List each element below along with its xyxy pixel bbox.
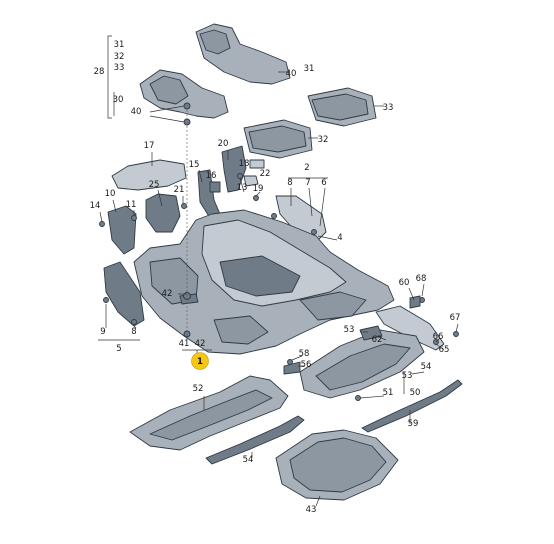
callout-50: 50 xyxy=(410,388,421,398)
callout-66: 66 xyxy=(433,332,444,342)
leader-lines xyxy=(98,35,459,507)
callout-17: 17 xyxy=(144,141,155,151)
callout-25: 25 xyxy=(149,180,160,190)
callout-59: 59 xyxy=(408,419,419,429)
callout-4: 4 xyxy=(337,233,342,243)
callout-65: 65 xyxy=(439,345,450,355)
callout-40: 40 xyxy=(286,69,297,79)
callout-54: 54 xyxy=(243,455,254,465)
callout-68: 68 xyxy=(416,274,427,284)
callout-9: 9 xyxy=(100,327,105,337)
callout-53: 53 xyxy=(402,371,413,381)
trunk-floor-mat xyxy=(275,429,399,501)
callout-43: 43 xyxy=(306,505,317,515)
trunk-lid-trim-strip xyxy=(361,379,463,433)
side-trim-panel-left xyxy=(103,261,145,327)
callout-67: 67 xyxy=(450,313,461,323)
callout-13: 13 xyxy=(237,183,248,193)
floor-mat-front-left xyxy=(139,69,229,119)
trim-panel-25 xyxy=(145,193,181,233)
callout-31: 31 xyxy=(114,40,125,50)
highlight-marker: 1 xyxy=(191,352,209,370)
callout-40: 40 xyxy=(131,107,142,117)
callout-28: 28 xyxy=(94,67,105,77)
rear-panel-trim xyxy=(129,375,289,451)
callout-42: 42 xyxy=(162,289,173,299)
callout-18: 18 xyxy=(239,159,250,169)
loading-floor-cover xyxy=(299,329,425,399)
callout-2: 2 xyxy=(304,163,309,173)
callout-11: 11 xyxy=(126,200,137,210)
svg-text:1: 1 xyxy=(197,357,203,367)
callout-21: 21 xyxy=(174,185,185,195)
callout-58: 58 xyxy=(299,349,310,359)
callout-15: 15 xyxy=(189,160,200,170)
callout-53: 53 xyxy=(344,325,355,335)
callout-33: 33 xyxy=(383,103,394,113)
main-floor-carpet xyxy=(133,209,395,355)
callout-41: 41 xyxy=(179,339,190,349)
sill-strip xyxy=(205,415,305,465)
callout-7: 7 xyxy=(305,178,310,188)
callout-6: 6 xyxy=(321,178,326,188)
callout-52: 52 xyxy=(193,384,204,394)
trim-panel-17 xyxy=(111,159,187,191)
callout-54: 54 xyxy=(421,362,432,372)
floor-mat-front-right xyxy=(195,23,291,85)
callout-32: 32 xyxy=(114,52,125,62)
callout-62: 62 xyxy=(372,335,383,345)
side-trim-panel-right xyxy=(275,195,327,241)
callout-8: 8 xyxy=(131,327,136,337)
callout-30: 30 xyxy=(113,95,124,105)
callout-8: 8 xyxy=(287,178,292,188)
callout-22: 22 xyxy=(260,169,271,179)
callout-14: 14 xyxy=(90,201,101,211)
callout-16: 16 xyxy=(206,171,217,181)
callout-33: 33 xyxy=(114,63,125,73)
callout-56: 56 xyxy=(301,360,312,370)
callout-42: 42 xyxy=(195,339,206,349)
callout-31: 31 xyxy=(304,64,315,74)
callout-5: 5 xyxy=(116,344,121,354)
callout-60: 60 xyxy=(399,278,410,288)
callout-32: 32 xyxy=(318,135,329,145)
bracket-parts-15-20 xyxy=(197,145,265,219)
floor-mat-rear-left xyxy=(243,119,313,159)
trim-panel-10 xyxy=(107,205,137,255)
floor-mat-rear-right xyxy=(307,87,377,127)
callout-10: 10 xyxy=(105,189,116,199)
callout-20: 20 xyxy=(218,139,229,149)
callout-19: 19 xyxy=(253,184,264,194)
callout-51: 51 xyxy=(383,388,394,398)
